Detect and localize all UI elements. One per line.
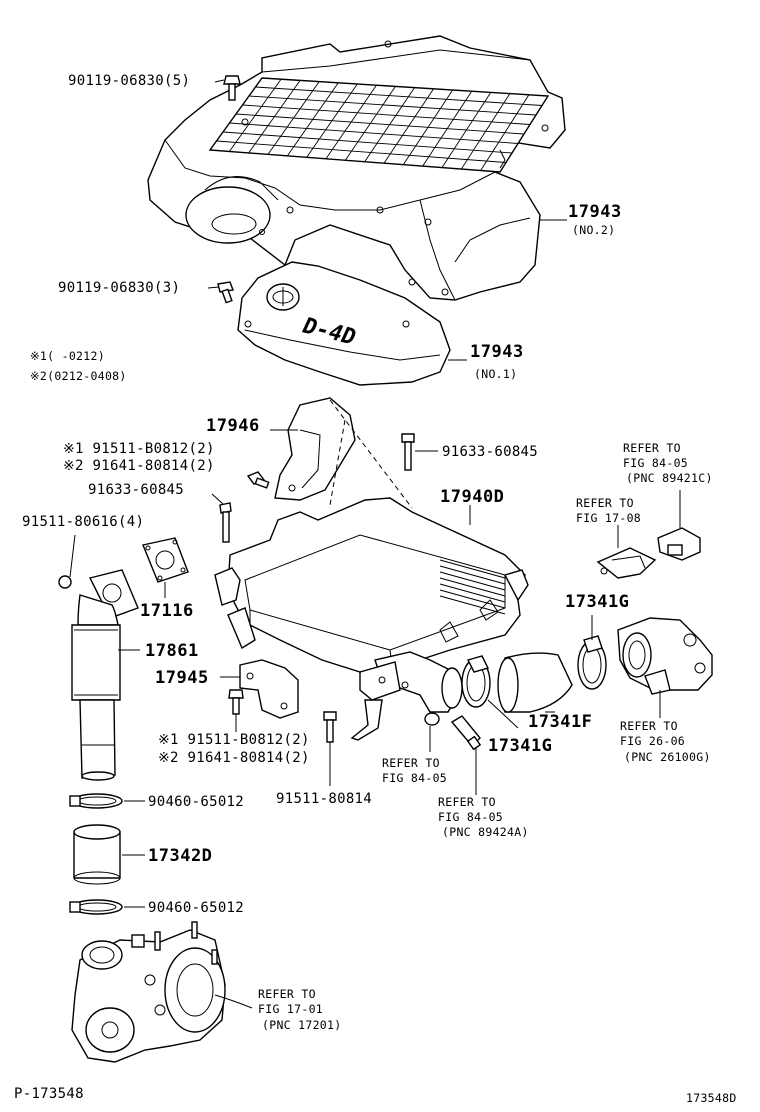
label-intercooler: 17940D [440, 487, 504, 507]
label-bolt-upper-2: ※2 91641-80814(2) [63, 458, 215, 474]
label-cover1-note: (NO.1) [474, 367, 517, 381]
clamp-17341g-right [577, 635, 607, 690]
ref-84-05-low-2: FIG 84-05 [438, 810, 503, 824]
ref-17-01-1: REFER TO [258, 987, 316, 1001]
intercooler-17940d [214, 497, 529, 741]
hose-17342d [73, 824, 121, 885]
ref-84-05-low-1: REFER TO [438, 795, 496, 809]
cover-mesh-grid [208, 77, 550, 173]
label-bolt-cover1: 90119-06830(3) [58, 280, 180, 296]
footnote-2: ※2(0212-0408) [30, 369, 127, 383]
label-bolt-lower-1: ※1 91511-B0812(2) [158, 732, 310, 748]
ref-17-01-2: FIG 17-01 [258, 1002, 323, 1016]
label-hose-17341f: 17341F [528, 712, 592, 732]
label-bolt-91511-80616: 91511-80616(4) [22, 514, 144, 530]
page-code: P-173548 [14, 1086, 84, 1102]
bolt-90119-06830-3-icon [207, 281, 234, 304]
ref-84-05-top-1: REFER TO [623, 441, 681, 455]
bolt-90119-06830-5-icon [214, 75, 241, 101]
bolt-91511-80616-icon [58, 534, 76, 589]
sensor-89424a [424, 712, 482, 751]
label-clamp-17341g-lower: 17341G [488, 736, 552, 756]
ref-26-06-3: (PNC 26100G) [624, 750, 711, 764]
engine-cover-no1: D-4D [237, 261, 451, 386]
footnote-1: ※1( -0212) [30, 349, 105, 363]
mesh-line [235, 113, 525, 135]
fin-line [439, 595, 506, 615]
turbocharger [71, 921, 226, 1063]
label-clamp-upper: 90460-65012 [148, 794, 244, 810]
bracket-17-08 [596, 547, 657, 579]
fin-line [439, 571, 506, 591]
ref-84-05-top-2: FIG 84-05 [623, 456, 688, 470]
bolt-91511-b0812-lower-icon [228, 689, 244, 732]
labels: 90119-06830(5) 90119-06830(3) 17943 (NO.… [14, 73, 737, 1105]
label-gasket-17116: 17116 [140, 601, 194, 621]
label-clamp-17341g-right: 17341G [565, 592, 629, 612]
ref-17-08-2: FIG 17-08 [576, 511, 641, 525]
sensor-89421c [657, 527, 701, 561]
bolt-91633-60845-top-icon [401, 433, 438, 471]
bracket-17945 [239, 659, 299, 719]
label-clamp-lower: 90460-65012 [148, 900, 244, 916]
label-bolt-upper-1: ※1 91511-B0812(2) [63, 441, 215, 457]
fin-line [439, 565, 506, 585]
fin-line [439, 589, 506, 609]
label-cover2-pnc: 17943 [568, 202, 622, 222]
ref-17-08-1: REFER TO [576, 496, 634, 510]
mesh-line [229, 122, 519, 144]
mesh-line [255, 86, 543, 106]
label-bolt-91633-top: 91633-60845 [442, 444, 538, 460]
label-bolt-91633-left: 91633-60845 [88, 482, 184, 498]
clamp-90460-65012-upper [69, 793, 123, 809]
label-bracket-17945: 17945 [155, 668, 209, 688]
bolt-91511-80814-icon [323, 711, 337, 786]
label-bolt-91511-80814: 91511-80814 [276, 791, 372, 807]
ref-26-06-1: REFER TO [620, 719, 678, 733]
ref-17-01-3: (PNC 17201) [262, 1018, 341, 1032]
ref-84-05-top-3: (PNC 89421C) [626, 471, 713, 485]
label-bracket-17946: 17946 [206, 416, 260, 436]
label-pipe-17861: 17861 [145, 641, 199, 661]
engine-cover-no2 [147, 35, 566, 301]
throttle-body [617, 617, 713, 695]
figure-code: 173548D [686, 1091, 737, 1105]
leader-lines [118, 219, 681, 1009]
mesh-line [242, 104, 531, 125]
ref-84-05-mid-1: REFER TO [382, 756, 440, 770]
mesh-line [216, 140, 507, 163]
bolt-91511-b0812-upper-icon [246, 471, 270, 489]
intercooler-fins [439, 559, 506, 615]
label-hose-17342d: 17342D [148, 846, 212, 866]
clamp-17341g-lower [461, 655, 491, 708]
ref-84-05-low-3: (PNC 89424A) [442, 825, 529, 839]
label-cover2-note: (NO.2) [572, 223, 615, 237]
label-bolt-cover2: 90119-06830(5) [68, 73, 190, 89]
ref-26-06-2: FIG 26-06 [620, 734, 685, 748]
bolt-91633-60845-left-icon [211, 493, 232, 543]
label-bolt-lower-2: ※2 91641-80814(2) [158, 750, 310, 766]
bracket-17946 [274, 397, 413, 509]
clamp-90460-65012-lower [69, 899, 123, 915]
fin-line [439, 577, 506, 597]
fin-line [439, 583, 506, 603]
gasket-17116 [142, 537, 189, 583]
mesh-line [248, 95, 537, 116]
label-cover1-pnc: 17943 [470, 342, 524, 362]
fin-line [439, 559, 506, 579]
pipe-17861 [71, 569, 139, 781]
mesh-line [222, 131, 513, 154]
ref-84-05-mid-2: FIG 84-05 [382, 771, 447, 785]
hose-17341f [497, 652, 573, 713]
